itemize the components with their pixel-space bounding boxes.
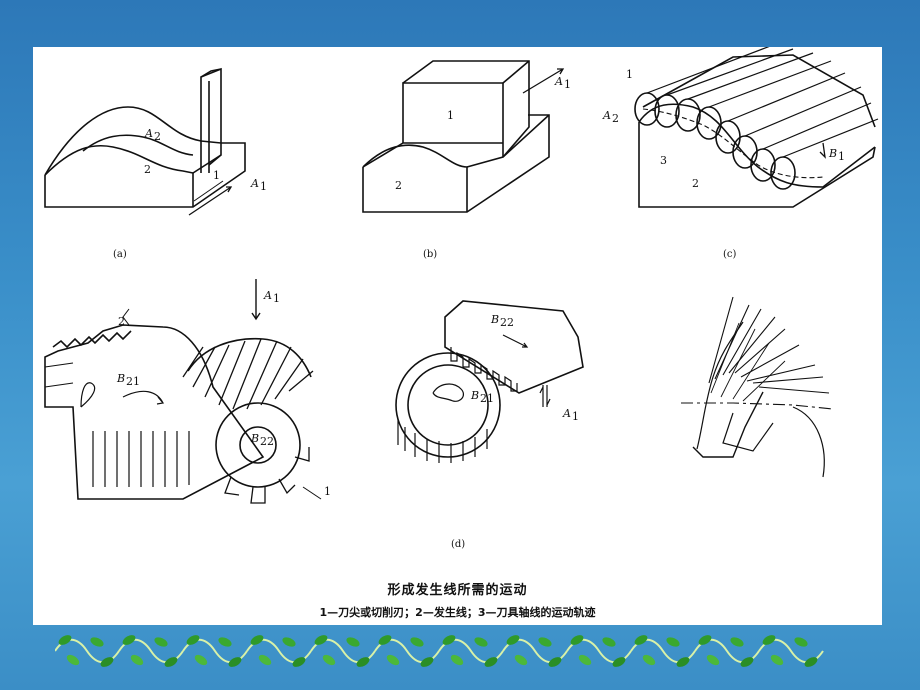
caption-a: (a) bbox=[113, 249, 127, 260]
label-d-A1-top-sub: 1 bbox=[273, 292, 280, 305]
label-c-3: 3 bbox=[660, 154, 667, 167]
label-d-A1-rack-sub: 1 bbox=[572, 410, 579, 423]
panel-a-drawing bbox=[44, 67, 246, 216]
label-b-A1-sub: 1 bbox=[564, 78, 571, 91]
label-d-B22-rack-sub: 22 bbox=[500, 316, 514, 329]
caption-c: (c) bbox=[723, 249, 737, 260]
label-d-2: 2 bbox=[118, 315, 125, 328]
label-d-B22-rack: B bbox=[490, 313, 499, 326]
label-d-1: 1 bbox=[324, 485, 331, 498]
label-c-1: 1 bbox=[626, 68, 633, 81]
panel-d-rack-drawing bbox=[395, 300, 584, 463]
panel-c-drawing bbox=[634, 47, 879, 208]
label-d-A1-rack: A bbox=[562, 407, 571, 420]
label-b-2: 2 bbox=[395, 179, 402, 192]
label-c-A2-sub: 2 bbox=[612, 112, 619, 125]
label-d-B22: B bbox=[250, 432, 259, 445]
label-c-B1: B bbox=[828, 147, 837, 160]
label-d-B21-gear-sub: 21 bbox=[480, 392, 494, 405]
label-a-2: 2 bbox=[144, 163, 151, 176]
panel-b-drawing bbox=[362, 60, 565, 213]
figure-panel: A 2 2 1 A 1 (a) 1 2 A 1 (b) 1 A 2 3 2 bbox=[33, 47, 882, 625]
label-d-B22-sub: 22 bbox=[260, 435, 274, 448]
caption-b: (b) bbox=[423, 249, 437, 260]
label-d-B21: B bbox=[116, 372, 125, 385]
figure-legend: 1—刀尖或切削刃；2—发生线；3—刀具轴线的运动轨迹 bbox=[319, 606, 596, 619]
label-c-B1-sub: 1 bbox=[838, 150, 845, 163]
label-a-A1-sub: 1 bbox=[260, 180, 267, 193]
panel-d-labels: A 1 2 B 21 B 22 1 B 22 B 21 A 1 (d) bbox=[116, 289, 579, 550]
label-b-1: 1 bbox=[447, 109, 454, 122]
motion-diagram: A 2 2 1 A 1 (a) 1 2 A 1 (b) 1 A 2 3 2 bbox=[44, 47, 879, 550]
label-b-A1: A bbox=[554, 75, 563, 88]
decorative-vine-border bbox=[55, 632, 824, 670]
label-a-A1: A bbox=[250, 177, 259, 190]
label-a-A2-sub: 2 bbox=[154, 130, 161, 143]
label-c-2: 2 bbox=[692, 177, 699, 190]
panel-c-labels: 1 A 2 3 2 B 1 (c) bbox=[602, 68, 845, 260]
panel-b-labels: 1 2 A 1 (b) bbox=[395, 75, 571, 260]
caption-d: (d) bbox=[451, 539, 465, 550]
label-d-A1-top: A bbox=[263, 289, 272, 302]
panel-a-labels: A 2 2 1 A 1 (a) bbox=[113, 127, 267, 260]
label-a-1: 1 bbox=[213, 169, 220, 182]
label-d-B21-gear: B bbox=[470, 389, 479, 402]
label-a-A2: A bbox=[144, 127, 153, 140]
figure-title: 形成发生线所需的运动 bbox=[387, 583, 528, 598]
label-d-B21-sub: 21 bbox=[126, 375, 140, 388]
label-c-A2: A bbox=[602, 109, 611, 122]
panel-d-hob-drawing bbox=[44, 279, 322, 504]
panel-d-chips-drawing bbox=[681, 296, 834, 478]
